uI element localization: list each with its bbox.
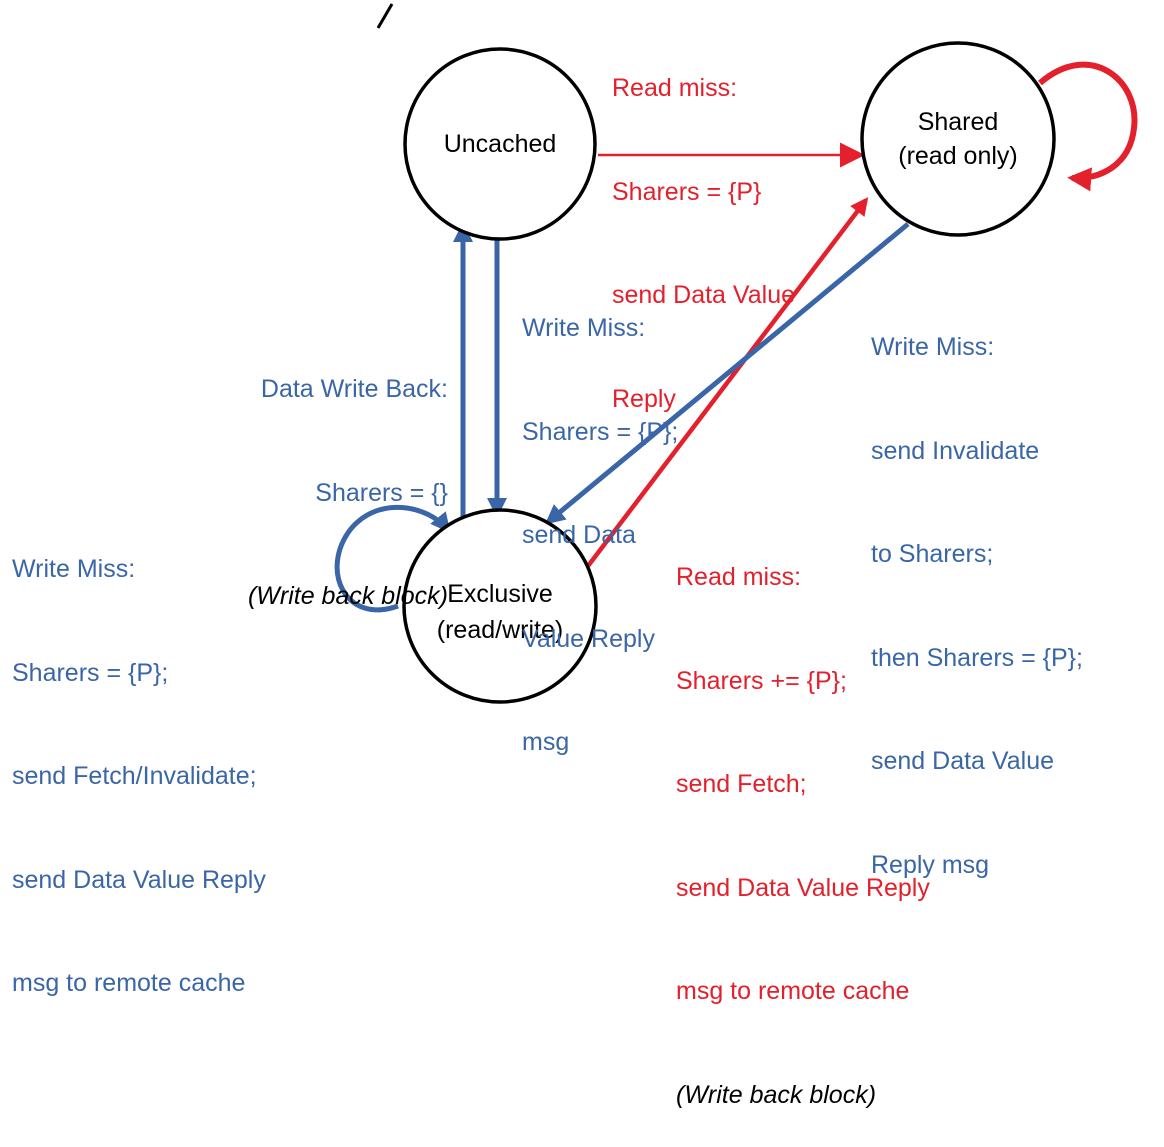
label-uncached-to-shared: Read miss: Sharers = {P} send Data Value… — [612, 2, 795, 451]
label-exclusive-to-shared: Read miss: Sharers += {P}; send Fetch; s… — [676, 491, 930, 1147]
label-line: Value Reply — [522, 624, 655, 653]
arrow-exclusive-self-loop — [334, 505, 451, 613]
label-line: Sharers = {P}; — [522, 417, 679, 446]
label-line: Sharers = {P}; — [12, 658, 169, 687]
state-shared-name: Shared — [918, 108, 999, 136]
label-line: send Data Value — [612, 281, 795, 309]
state-shared-sub: (read only) — [898, 142, 1018, 170]
label-line: Write Miss: — [871, 333, 995, 361]
state-uncached-name: Uncached — [444, 130, 557, 158]
label-line: send Data Value Reply — [12, 865, 266, 894]
label-line: send Data Value Reply — [676, 873, 930, 902]
label-line: Read miss: — [676, 563, 802, 591]
arrow-exclusive-to-shared — [586, 197, 869, 568]
label-line: msg — [522, 728, 570, 756]
label-line: Read miss: — [612, 74, 738, 102]
label-uncached-to-exclusive: Write Miss: Sharers = {P}; send Data Val… — [522, 242, 678, 794]
label-note: (Write back block) — [247, 582, 448, 610]
label-line: send Fetch; — [676, 770, 807, 798]
top-stroke-fragment — [376, 3, 394, 29]
label-line: Reply — [612, 384, 676, 413]
arrow-shared-to-exclusive — [544, 222, 910, 525]
label-line: msg to remote cache — [12, 969, 246, 997]
label-note: (Write back block) — [676, 1080, 877, 1109]
label-line: send Fetch/Invalidate; — [12, 762, 257, 790]
label-line: to Sharers; — [871, 540, 994, 568]
label-exclusive-self-loop: Write Miss: Sharers = {P}; send Fetch/In… — [12, 483, 266, 1035]
arrow-shared-self-loop — [1038, 61, 1138, 192]
label-line: Write Miss: — [12, 555, 136, 583]
state-shared: Shared (read only) — [860, 41, 1056, 237]
label-line: Sharers += {P}; — [676, 666, 847, 695]
label-line: Data Write Back: — [260, 375, 448, 403]
state-uncached: Uncached — [403, 47, 597, 241]
label-line: Write Miss: — [522, 314, 646, 342]
state-diagram: Uncached Shared (read only) Exclusive (r… — [334, 3, 1138, 704]
state-exclusive-sub: (read/write) — [437, 616, 563, 644]
label-line: send Invalidate — [871, 436, 1040, 465]
state-exclusive: Exclusive (read/write) — [402, 508, 598, 704]
label-line: Sharers = {P} — [612, 177, 762, 206]
label-line: msg to remote cache — [676, 977, 910, 1005]
label-line: then Sharers = {P}; — [871, 643, 1083, 672]
label-line: Sharers = {} — [315, 478, 448, 507]
state-exclusive-name: Exclusive — [447, 580, 553, 608]
label-exclusive-to-uncached: Data Write Back: Sharers = {} (Write bac… — [248, 303, 448, 648]
label-line: send Data — [522, 521, 636, 549]
